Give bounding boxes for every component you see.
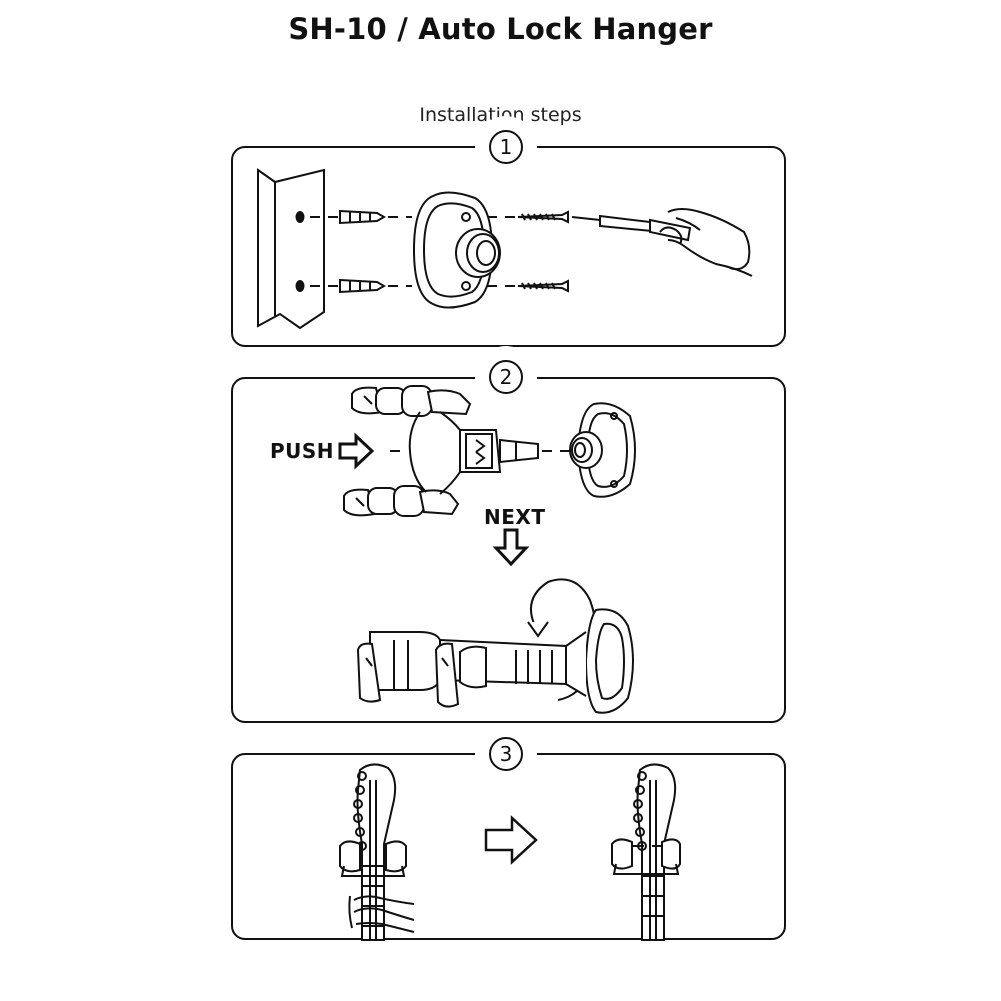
next-arrow-icon bbox=[492, 528, 530, 567]
hanger-locked-right bbox=[611, 838, 681, 875]
hanger-open-left bbox=[339, 840, 407, 877]
hanger-body bbox=[408, 411, 539, 495]
hand-icon bbox=[348, 895, 415, 933]
screw-icon bbox=[517, 210, 569, 293]
guitar-headstock-left bbox=[353, 763, 397, 941]
guitar-headstock-right bbox=[633, 763, 677, 941]
step-2-panel bbox=[231, 377, 786, 723]
result-arrow-icon bbox=[484, 815, 538, 865]
mounting-base-icon bbox=[569, 402, 636, 498]
page-title: SH-10 / Auto Lock Hanger bbox=[288, 12, 713, 46]
hanger-arm-upper bbox=[351, 385, 472, 417]
wall-anchor-icon bbox=[339, 209, 387, 294]
push-arrow-icon bbox=[338, 432, 375, 470]
assembled-hanger bbox=[356, 608, 634, 714]
push-label: PUSH bbox=[270, 439, 335, 463]
alignment-guides bbox=[310, 216, 515, 287]
wall-post bbox=[257, 168, 325, 330]
step-3-badge: 3 bbox=[489, 737, 523, 771]
hand-icon bbox=[659, 208, 753, 277]
hanger-arm-lower bbox=[343, 485, 460, 517]
mounting-base-icon bbox=[412, 191, 501, 309]
step-2-badge: 2 bbox=[489, 360, 523, 394]
next-label: NEXT bbox=[484, 505, 546, 529]
step-1-badge: 1 bbox=[489, 130, 523, 164]
page-subtitle: Installation steps bbox=[419, 104, 582, 126]
